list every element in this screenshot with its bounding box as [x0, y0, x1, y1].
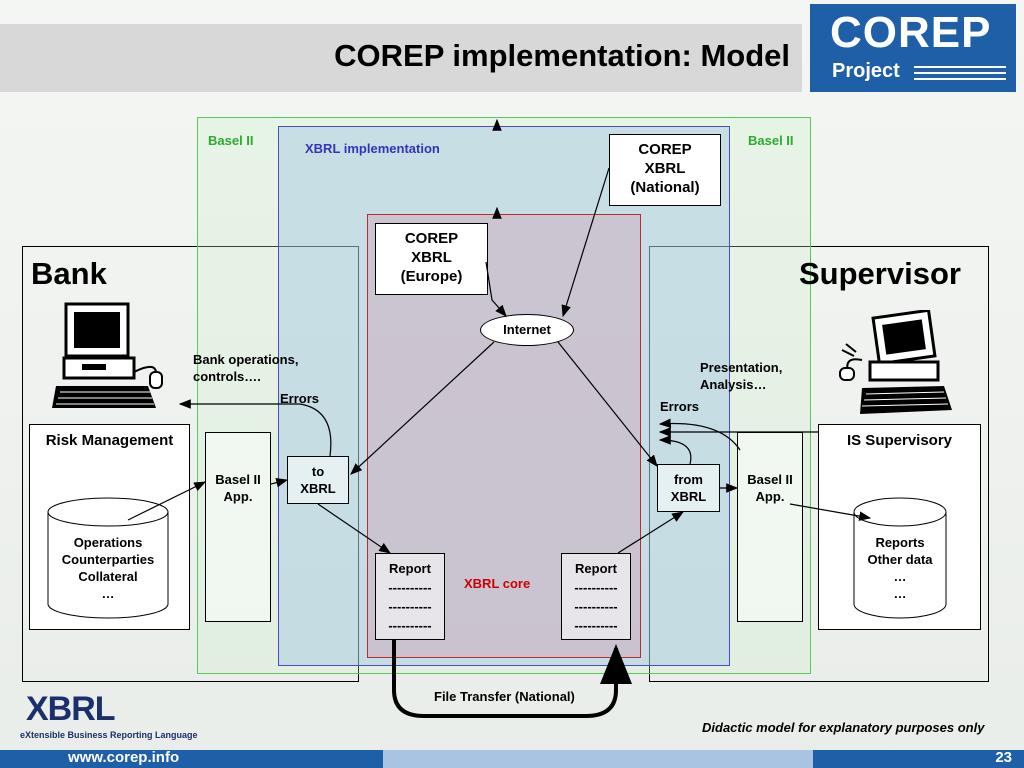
bank-db-item: Collateral — [78, 569, 138, 584]
supervisor-db-item: Other data — [867, 552, 933, 567]
supervisor-computer-icon — [839, 310, 952, 414]
xbrl-logo-mark: XBRL — [26, 690, 116, 728]
basel-app-right-line: App. — [755, 489, 785, 504]
basel-right-label: Basel II — [748, 133, 794, 148]
bank-errors-label: Errors — [280, 391, 320, 406]
to-xbrl-line: to — [311, 464, 325, 479]
arrow-national-internet — [561, 167, 610, 318]
bank-title: Bank — [31, 256, 107, 291]
basel-zone — [197, 117, 811, 674]
supervisor-title: Supervisor — [799, 256, 961, 291]
disclaimer-text: Didactic model for explanatory purposes … — [702, 720, 985, 735]
bank-operations-label: Bank operations, controls…. — [193, 351, 298, 385]
arrow-bank-errors — [178, 399, 332, 457]
risk-management-title: Risk Management — [45, 432, 174, 449]
corep-europe-line: XBRL — [411, 249, 452, 266]
to-xbrl-line: XBRL — [300, 481, 336, 496]
corep-europe-line: COREP — [404, 230, 459, 247]
file-transfer-label: File Transfer (National) — [434, 689, 575, 704]
report-right-box: Report ---------- ---------- ---------- — [561, 553, 631, 640]
corep-national-line: (National) — [630, 179, 700, 196]
to-xbrl-box: to XBRL — [287, 456, 349, 504]
is-supervisory-title: IS Supervisory — [846, 432, 953, 449]
xbrl-logo-tagline: eXtensible Business Reporting Language — [20, 730, 198, 740]
report-left-box: Report ---------- ---------- ---------- — [375, 553, 445, 640]
report-right-line: ---------- — [574, 618, 618, 633]
footer-url-link[interactable]: www.corep.info — [68, 749, 180, 766]
arrow-report-to-from-xbrl — [617, 511, 685, 554]
supervisor-presentation-line: Presentation, — [700, 360, 783, 375]
report-left-line: ---------- — [388, 580, 432, 595]
basel-app-right-line: Basel II — [747, 472, 793, 487]
page-number: 23 — [995, 749, 1012, 766]
basel-left-label: Basel II — [208, 133, 254, 148]
xbrl-implementation-label: XBRL implementation — [305, 141, 440, 156]
corep-national-line: XBRL — [644, 160, 686, 177]
basel-app-left-line: App. — [223, 489, 253, 504]
arrow-internet-to-xbrl — [350, 341, 495, 475]
report-left-line: Report — [389, 561, 431, 576]
arrow-supervisor-errors-1 — [658, 435, 692, 465]
corep-logo-main: COREP — [830, 8, 992, 57]
corep-europe-box: COREP XBRL (Europe) — [375, 223, 488, 295]
page-title: COREP implementation: Model — [334, 38, 790, 73]
supervisor-db-item: … — [893, 586, 907, 601]
from-xbrl-box: from XBRL — [657, 464, 720, 512]
supervisor-db-item: Reports — [875, 535, 925, 550]
title-bar: COREP implementation: Model — [0, 24, 802, 92]
arrow-europe-internet — [485, 261, 507, 317]
corep-europe-line: (Europe) — [400, 268, 463, 285]
supervisor-presentation-label: Presentation, Analysis… — [700, 359, 782, 393]
file-transfer-path — [392, 640, 632, 718]
report-left-line: ---------- — [388, 618, 432, 633]
corep-national-line: COREP — [638, 141, 692, 158]
arrow-db-to-app — [127, 481, 207, 521]
footer-accent — [383, 750, 813, 768]
supervisor-errors-label: Errors — [660, 399, 700, 414]
bank-operations-line: Bank operations, — [193, 352, 299, 367]
bank-database-contents: Operations Counterparties Collateral … — [46, 534, 170, 602]
from-xbrl-line: from — [674, 472, 703, 487]
basel-app-left-line: Basel II — [215, 472, 261, 487]
report-right-line: ---------- — [574, 580, 618, 595]
arrow-xbrl-to-report — [317, 503, 391, 554]
supervisor-database-icon — [853, 497, 947, 619]
arrow-internet-from-xbrl — [557, 341, 658, 467]
corep-logo: COREP Project — [810, 4, 1016, 92]
report-right-line: Report — [575, 561, 617, 576]
report-left-line: ---------- — [388, 599, 432, 614]
bank-db-item: Counterparties — [61, 552, 155, 567]
arrow-app-to-xbrl — [270, 477, 289, 488]
xbrl-logo: XBRL eXtensible Business Reporting Langu… — [20, 690, 198, 746]
supervisor-presentation-line: Analysis… — [700, 377, 767, 392]
corep-logo-lines — [914, 66, 1006, 84]
bank-db-item: … — [101, 586, 115, 601]
from-xbrl-line: XBRL — [670, 489, 707, 504]
basel-app-left-box: Basel II App. — [205, 432, 271, 622]
supervisor-database-contents: Reports Other data … … — [852, 534, 948, 602]
internet-node: Internet — [480, 314, 574, 346]
xbrl-core-label: XBRL core — [464, 576, 531, 591]
bank-operations-line: controls…. — [193, 369, 261, 384]
arrow-app-to-db — [789, 503, 872, 521]
corep-logo-sub: Project — [832, 60, 900, 82]
bank-db-item: Operations — [73, 535, 143, 550]
report-right-line: ---------- — [574, 599, 618, 614]
corep-national-box: COREP XBRL (National) — [609, 134, 721, 206]
supervisor-db-item: … — [893, 569, 907, 584]
arrow-supervisor-errors-2 — [658, 418, 741, 451]
bank-computer-icon — [52, 302, 163, 408]
xbrl-implementation-zone — [278, 126, 730, 666]
bank-database-icon — [47, 497, 169, 619]
basel-app-right-box: Basel II App. — [737, 432, 803, 622]
